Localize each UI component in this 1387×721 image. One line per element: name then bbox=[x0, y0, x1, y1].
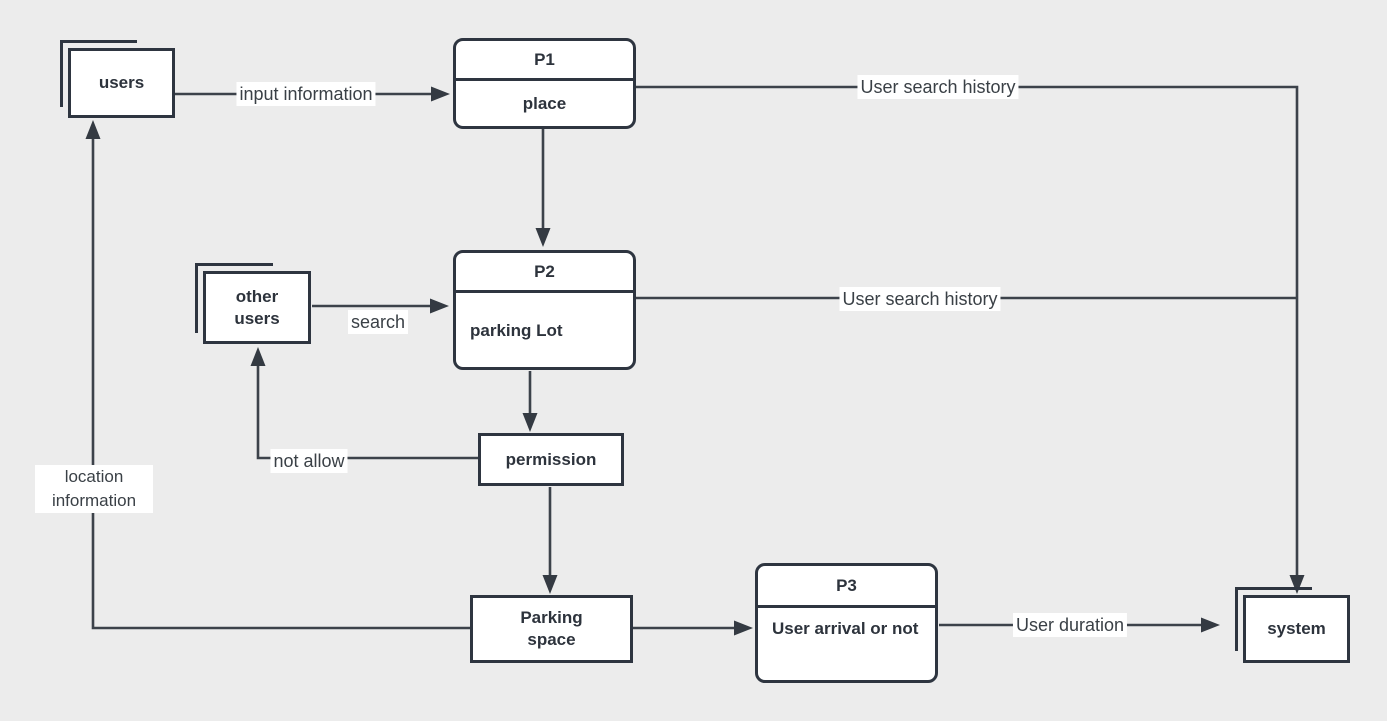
edge-label-user-duration: User duration bbox=[1012, 613, 1128, 637]
connector-parking-space-to-users bbox=[91, 138, 470, 630]
node-p3-header: P3 bbox=[758, 566, 935, 608]
node-p1-header: P1 bbox=[456, 41, 633, 81]
node-permission: permission bbox=[478, 433, 624, 486]
node-parking-space: Parking space bbox=[470, 595, 633, 663]
arrowhead-into-p2-top bbox=[535, 228, 551, 247]
node-p1: P1 place bbox=[453, 38, 636, 129]
edge-label-user-search-history-top: User search history bbox=[857, 75, 1019, 99]
edge-label-user-search-history-mid: User search history bbox=[839, 287, 1001, 311]
arrowhead-into-parking-space bbox=[542, 575, 558, 594]
node-users-label: users bbox=[98, 73, 145, 92]
node-p3-body: User arrival or not bbox=[772, 619, 919, 638]
arrowhead-into-p2-left bbox=[430, 298, 449, 314]
edge-label-input-information: input information bbox=[236, 82, 376, 106]
node-parking-space-label: Parking space bbox=[520, 608, 583, 649]
node-p2-body: parking Lot bbox=[470, 320, 563, 340]
node-p2: P2 parking Lot bbox=[453, 250, 636, 370]
multi-instance-mark bbox=[1235, 587, 1312, 652]
multi-instance-mark bbox=[195, 263, 273, 333]
arrowhead-into-p1 bbox=[431, 86, 450, 102]
node-system-label: system bbox=[1267, 619, 1326, 638]
node-permission-label: permission bbox=[505, 449, 597, 469]
arrowhead-into-p3 bbox=[734, 620, 753, 636]
arrowhead-into-users bbox=[85, 120, 101, 139]
arrowhead-into-other-users bbox=[250, 347, 266, 366]
node-system: system bbox=[1235, 587, 1350, 663]
arrowhead-into-system-top bbox=[1289, 575, 1305, 594]
node-users: users bbox=[60, 40, 175, 118]
arrowhead-into-system-left bbox=[1201, 617, 1220, 633]
node-other-users-label: other users bbox=[234, 286, 280, 328]
node-p3: P3 User arrival or not bbox=[755, 563, 938, 683]
multi-instance-mark bbox=[60, 40, 137, 107]
edge-label-search: search bbox=[347, 310, 409, 334]
edge-label-location-information: location information bbox=[35, 465, 153, 513]
arrowhead-into-permission bbox=[522, 413, 538, 432]
node-p1-body: place bbox=[522, 94, 567, 113]
edge-label-not-allow: not allow bbox=[270, 449, 348, 473]
node-p2-header: P2 bbox=[456, 253, 633, 293]
connector-permission-to-other-users bbox=[256, 364, 478, 460]
connector-p1-to-system bbox=[636, 85, 1299, 577]
node-other-users: other users bbox=[195, 263, 311, 344]
